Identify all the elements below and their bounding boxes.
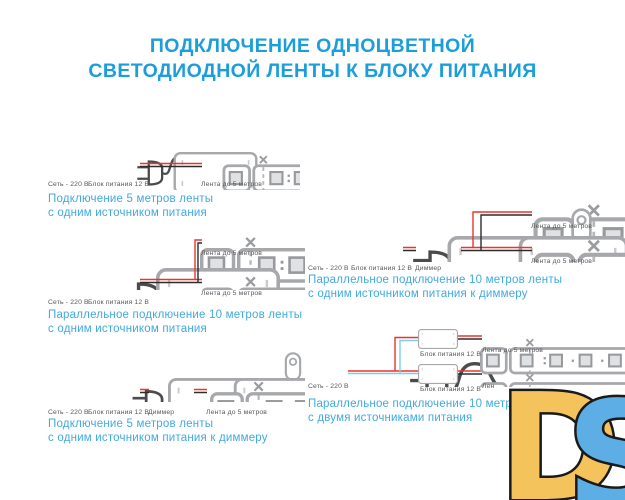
strip-label: Лента до 5 метров [206, 409, 268, 416]
dimmer-label: Диммер [148, 409, 175, 416]
diagram-4-caption: Параллельное подключение 10 метров ленты… [308, 273, 562, 301]
diagram-3-graphic [45, 352, 305, 402]
diagram-4-graphic [403, 200, 625, 262]
diagram-5-caption: Параллельное подключение 10 метров лен с… [308, 397, 548, 425]
logo-letter-d: D [502, 386, 621, 500]
mains-label: Сеть - 220 В [308, 265, 349, 272]
caption-line: с одним источником питания к диммеру [48, 432, 268, 444]
wire-red [348, 336, 418, 372]
caption-line: с одним источником питания [48, 323, 207, 335]
caption-line: Параллельное подключение 10 метров ленты [48, 309, 303, 321]
diagram-1-caption: Подключение 5 метров ленты с одним источ… [48, 192, 213, 220]
page-title-line2: СВЕТОДИОДНОЙ ЛЕНТЫ К БЛОКУ ПИТАНИЯ [88, 60, 537, 82]
strip-label-truncated: Лен [482, 383, 495, 390]
psu-label: Блок питания 12 В [420, 386, 482, 393]
wire-black [458, 338, 482, 375]
diagram-4: Лента до 5 метров Лента до 5 метров Сеть… [308, 200, 625, 302]
diagram-3: Сеть - 220 В Блок питания 12 В Диммер Ле… [45, 352, 305, 447]
mains-label: Сеть - 220 В [48, 409, 89, 416]
caption-line: с одним источником питания [48, 207, 207, 219]
strip-label: Лента до 5 метров [531, 258, 593, 265]
diagram-5-graphic [348, 329, 625, 387]
wire-red [403, 211, 532, 249]
diagram-1-graphic [45, 148, 300, 190]
strip-label: Лента до 5 метров [482, 347, 544, 354]
strip-label: Лента до 5 метров [531, 223, 593, 230]
dimmer-label: Диммер [415, 265, 442, 272]
diagram-3-caption: Подключение 5 метров ленты с одним источ… [48, 417, 268, 445]
diagram-2: Лента до 5 метров Лента до 5 метров Сеть… [45, 228, 305, 338]
page-title-line1: ПОДКЛЮЧЕНИЕ ОДНОЦВЕТНОЙ [149, 35, 476, 57]
diagram-1: Сеть - 220 В Блок питания 12 В Лента до … [45, 148, 300, 220]
strip-label: Лента до 5 метров [201, 290, 263, 297]
caption-line: с одним источником питания к диммеру [308, 288, 528, 300]
wire-red [140, 239, 202, 281]
psu-label: Блок питания 12 В [420, 351, 482, 358]
wire-black [403, 214, 532, 252]
wire-blue [348, 339, 418, 375]
mains-label: Сеть - 220 В [48, 299, 89, 306]
page-title: ПОДКЛЮЧЕНИЕ ОДНОЦВЕТНОЙ СВЕТОДИОДНОЙ ЛЕН… [0, 34, 625, 84]
caption-line: Параллельное подключение 10 метров лен [308, 398, 549, 410]
diagram-5: Блок питания 12 В Лента до 5 метров Сеть… [308, 325, 625, 425]
caption-line: Подключение 5 метров ленты [48, 418, 214, 430]
caption-line: Параллельное подключение 10 метров ленты [308, 274, 563, 286]
psu-label: Блок питания 12 В [351, 265, 413, 272]
strip-label: Лента до 5 метров [201, 181, 263, 188]
wire-black [140, 242, 202, 284]
diagram-2-caption: Параллельное подключение 10 метров ленты… [48, 308, 302, 336]
mains-label: Сеть - 220 В [48, 181, 89, 188]
psu-box [418, 329, 458, 349]
caption-line: с двумя источниками питания [308, 412, 473, 424]
ds-logo: D S [502, 386, 625, 500]
logo-letter-s: S [566, 386, 625, 500]
wire-red [458, 335, 482, 372]
mains-label: Сеть - 220 В [308, 383, 349, 390]
psu-label: Блок питания 12 В [88, 409, 150, 416]
psu-label: Блок питания 12 В [88, 181, 150, 188]
diagram-2-graphic [45, 228, 305, 290]
psu-box [418, 364, 458, 384]
caption-line: Подключение 5 метров ленты [48, 193, 214, 205]
led-strip-icon [481, 339, 625, 373]
strip-label: Лента до 5 метров [201, 250, 263, 257]
psu-label: Блок питания 12 В [88, 299, 150, 306]
